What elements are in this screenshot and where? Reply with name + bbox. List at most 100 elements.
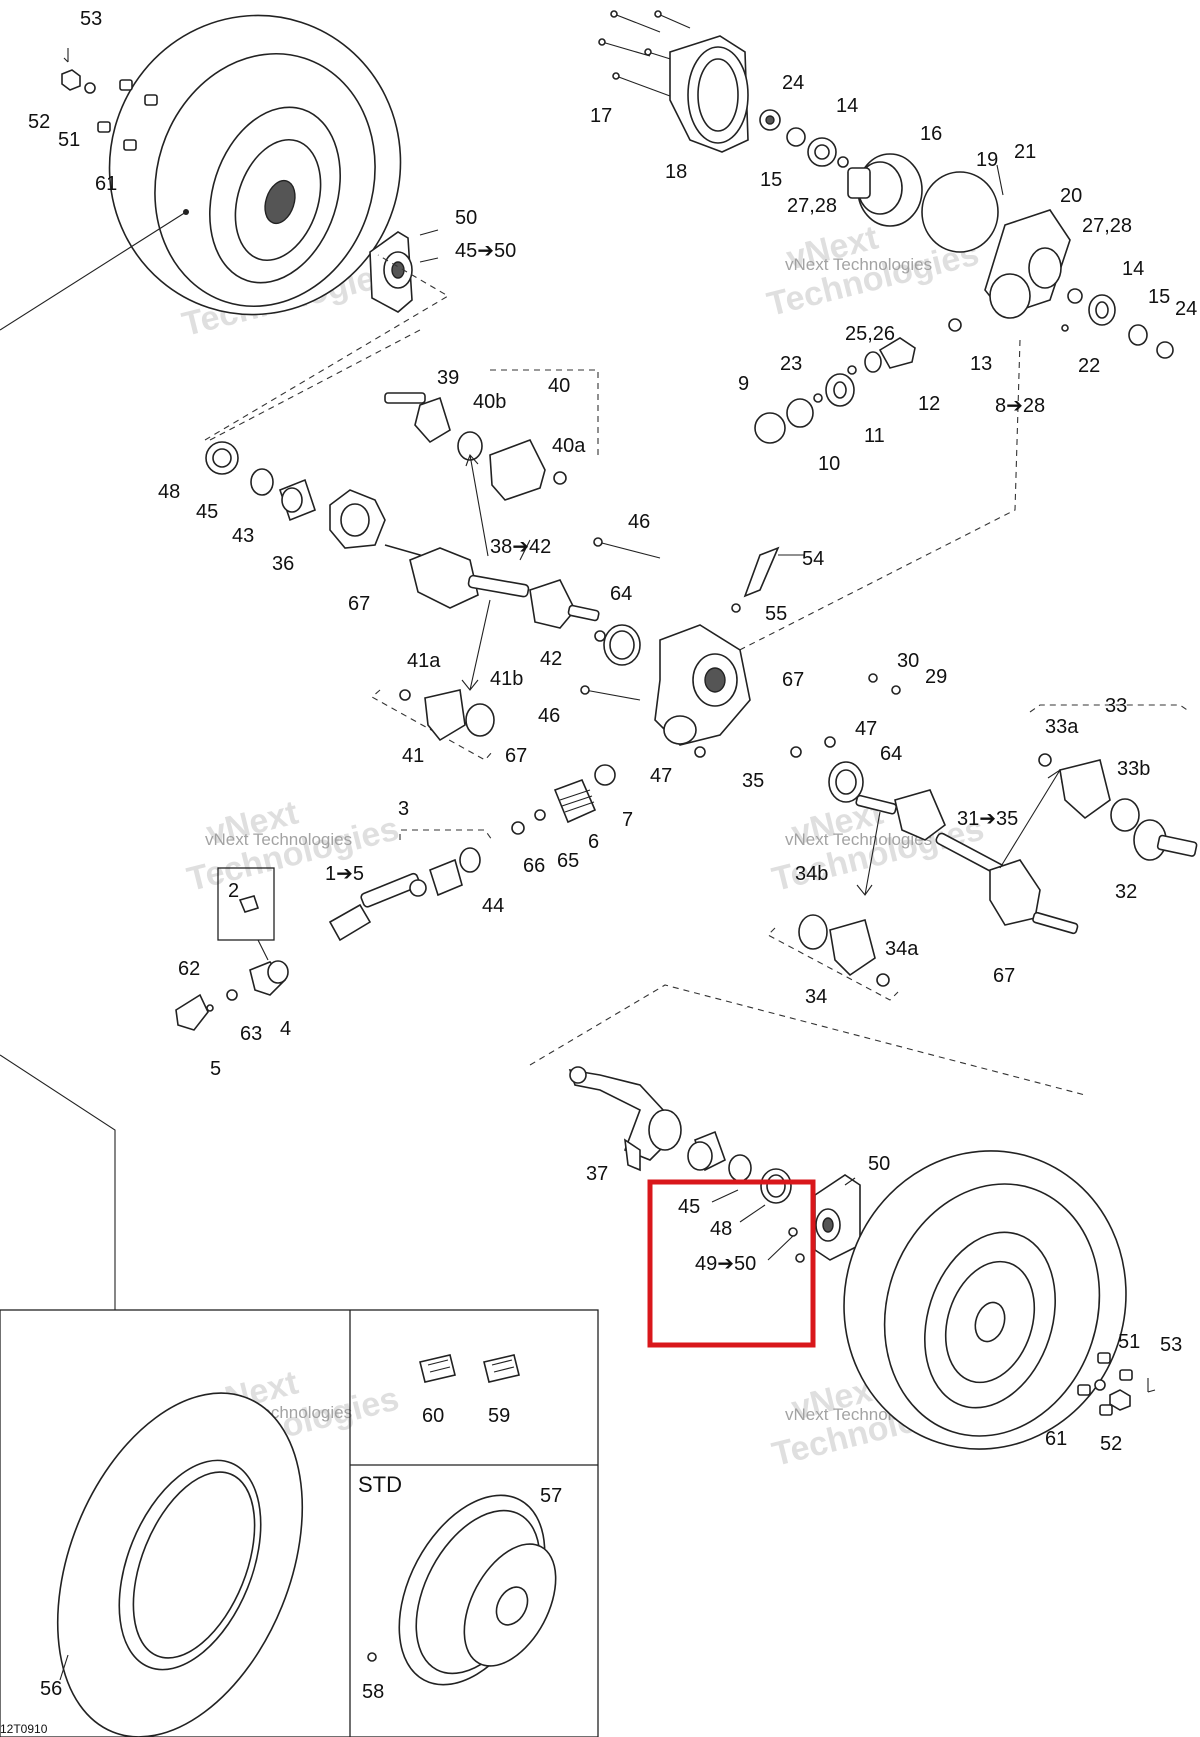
bushing-7 xyxy=(594,764,616,786)
callout-41: 41 xyxy=(402,745,424,767)
callout-59: 59 xyxy=(488,1405,510,1427)
valve-stem-cap-59 xyxy=(483,1354,520,1383)
ring-gear-16 xyxy=(847,153,923,227)
callout-18: 18 xyxy=(665,161,687,183)
callout-1-5: 1➔5 xyxy=(325,863,364,885)
callout-61: 61 xyxy=(95,173,117,195)
callout-67: 67 xyxy=(348,593,370,615)
watermark-small: vNext Technologies xyxy=(205,830,352,849)
dash-link xyxy=(529,984,1086,1096)
callout-21: 21 xyxy=(1014,141,1036,163)
front-left-wheel-tire xyxy=(0,14,402,331)
drive-shaft-38 xyxy=(384,453,600,629)
circlip-45 xyxy=(250,468,274,496)
callout-17: 17 xyxy=(590,105,612,127)
callout-52: 52 xyxy=(28,111,50,133)
callout-66: 66 xyxy=(523,855,545,877)
knuckle-36 xyxy=(329,489,386,549)
callout-13: 13 xyxy=(970,353,992,375)
callout-31-35: 31➔35 xyxy=(957,808,1018,830)
callout-4: 4 xyxy=(280,1018,291,1040)
front-left-hub xyxy=(369,229,439,313)
callout-44: 44 xyxy=(482,895,504,917)
breather-hose-54 xyxy=(743,546,805,598)
callout-50: 50 xyxy=(455,207,477,229)
front-differential-exploded xyxy=(598,10,1174,661)
callout-24: 24 xyxy=(1175,298,1197,320)
callout-63: 63 xyxy=(240,1023,262,1045)
callout-67: 67 xyxy=(505,745,527,767)
callout-67: 67 xyxy=(782,669,804,691)
callout-54: 54 xyxy=(802,548,824,570)
callout-35: 35 xyxy=(742,770,764,792)
callout-38-42: 38➔42 xyxy=(490,536,551,558)
rim-57 xyxy=(367,1494,557,1686)
yoke-5 xyxy=(175,993,209,1031)
callout-58: 58 xyxy=(362,1681,384,1703)
callout-34: 34 xyxy=(805,986,827,1008)
callout-45-50: 45➔50 xyxy=(455,240,516,262)
callout-16: 16 xyxy=(920,123,942,145)
callout-53: 53 xyxy=(80,8,102,30)
bearing-circlip-seal xyxy=(687,1130,792,1204)
callout-61: 61 xyxy=(1045,1428,1067,1450)
callout-65: 65 xyxy=(557,850,579,872)
gearbox-housing xyxy=(654,624,751,746)
callout-5: 5 xyxy=(210,1058,221,1080)
callout-45: 45 xyxy=(678,1196,700,1218)
callout-33a: 33a xyxy=(1045,716,1079,738)
callout-15: 15 xyxy=(760,169,782,191)
callout-40b: 40b xyxy=(473,391,506,413)
rear-gearbox-assembly xyxy=(511,537,901,835)
callout-46: 46 xyxy=(628,511,650,533)
callout-10: 10 xyxy=(818,453,840,475)
callout-64: 64 xyxy=(880,743,902,765)
callout-11: 11 xyxy=(864,425,885,447)
callout-23: 23 xyxy=(780,353,802,375)
housing-bolts xyxy=(598,10,691,97)
callout-2: 2 xyxy=(228,880,239,902)
callout-57: 57 xyxy=(540,1485,562,1507)
callout-64: 64 xyxy=(610,583,632,605)
stub-axle-32 xyxy=(1133,819,1198,861)
callout-25-26: 25,26 xyxy=(845,323,895,345)
callout-29: 29 xyxy=(925,666,947,688)
callout-6: 6 xyxy=(588,831,599,853)
callout-32: 32 xyxy=(1115,881,1137,903)
callout-33: 33 xyxy=(1105,695,1127,717)
boot-kit-34 xyxy=(767,914,899,1001)
watermark-small: vNext Technologies xyxy=(785,830,932,849)
callout-46: 46 xyxy=(538,705,560,727)
callout-40: 40 xyxy=(548,375,570,397)
callout-37: 37 xyxy=(586,1163,608,1185)
callout-34a: 34a xyxy=(885,938,919,960)
boot-40 xyxy=(489,438,546,501)
clamp-40b xyxy=(457,431,483,461)
callout-51: 51 xyxy=(1118,1331,1140,1353)
callout-62: 62 xyxy=(178,958,200,980)
rear-right-wheel-tire xyxy=(843,1150,1127,1450)
std-label: STD xyxy=(358,1472,402,1497)
callout-12: 12 xyxy=(918,393,940,415)
spring-6 xyxy=(553,778,597,824)
callout-14: 14 xyxy=(836,95,858,117)
callout-14: 14 xyxy=(1122,258,1144,280)
callout-48: 48 xyxy=(158,481,180,503)
boot-kit-41 xyxy=(371,689,495,761)
callout-47: 47 xyxy=(650,765,672,787)
callout-34b: 34b xyxy=(795,863,828,885)
callout-9: 9 xyxy=(738,373,749,395)
callout-53: 53 xyxy=(1160,1334,1182,1356)
watermark-small: vNext Technologies xyxy=(785,255,932,274)
callout-41b: 41b xyxy=(490,668,523,690)
callout-22: 22 xyxy=(1078,355,1100,377)
callout-8-28: 8➔28 xyxy=(995,395,1045,417)
callout-33b: 33b xyxy=(1117,758,1150,780)
callout-55: 55 xyxy=(765,603,787,625)
callout-39: 39 xyxy=(437,367,459,389)
callout-67: 67 xyxy=(993,965,1015,987)
callout-19: 19 xyxy=(976,149,998,171)
callout-7: 7 xyxy=(622,809,633,831)
callout-56: 56 xyxy=(40,1678,62,1700)
